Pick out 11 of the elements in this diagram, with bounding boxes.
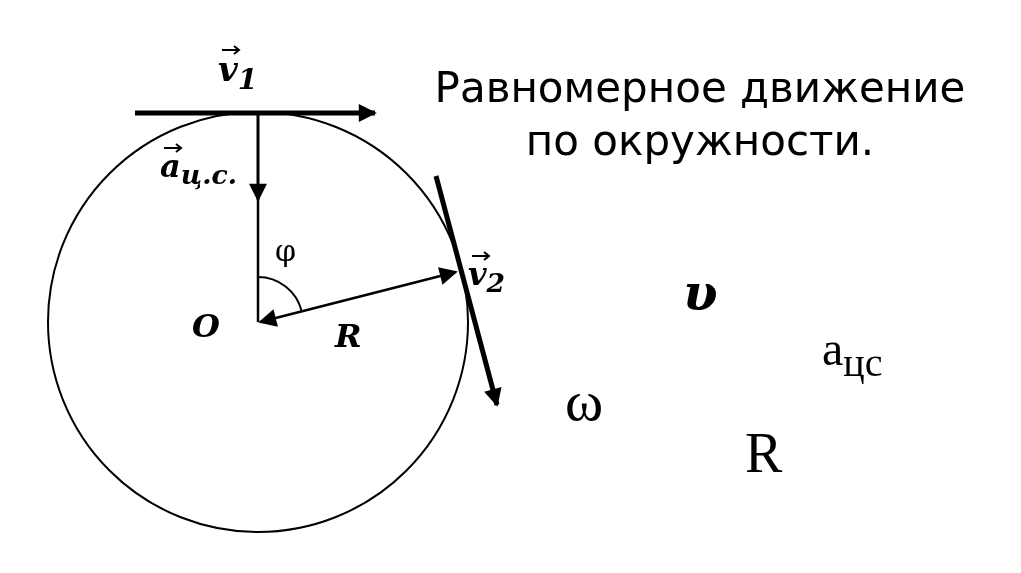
- angle-label: φ: [275, 236, 296, 266]
- title: Равномерное движение по окружности.: [433, 62, 967, 167]
- vector-label: a$_{ц.с.}$: [160, 150, 237, 190]
- point-label: O: [192, 310, 220, 342]
- symbol-label: R: [745, 425, 783, 481]
- radius-label: R: [335, 320, 362, 352]
- symbol-label: υ: [683, 268, 718, 318]
- symbol-label: ω: [565, 372, 604, 430]
- vector-label: v$_{1}$: [218, 52, 258, 94]
- vector-label: v$_{2}$: [468, 258, 506, 298]
- symbol-label: a$_{цс}$: [822, 325, 883, 383]
